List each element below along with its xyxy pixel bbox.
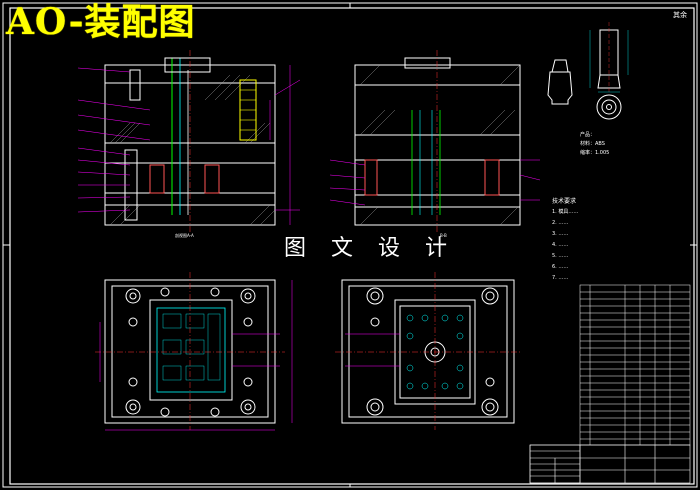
inner-frame	[9, 7, 695, 485]
parts-list-table	[579, 284, 691, 446]
tech-req-item: 7. ……	[552, 275, 569, 281]
tech-req-item: 6. ……	[552, 264, 569, 270]
drawing-title: AO-装配图	[6, 1, 196, 43]
plan-view-moving-half	[95, 272, 293, 431]
revision-block	[529, 444, 581, 484]
technical-requirements: 技术要求 1. 模具…… 2. …… 3. …… 4. …… 5. …… 6. …	[552, 196, 682, 284]
shrinkage-line: 缩率：1.005	[580, 150, 610, 156]
tech-req-item: 2. ……	[552, 220, 569, 226]
material-line: 材料：ABS	[580, 141, 605, 147]
watermark-label: 图 文 设 计	[284, 236, 456, 261]
surface-finish-note: 其余	[673, 11, 687, 19]
section-aa-label: 剖视图A-A	[175, 233, 194, 238]
plan-view-fixed-half	[335, 272, 520, 430]
section-bb-view	[329, 50, 541, 232]
tech-req-item: 5. ……	[552, 253, 569, 259]
part-detail-view	[547, 22, 629, 120]
tech-req-item: 1. 模具……	[552, 209, 579, 215]
tech-req-heading: 技术要求	[552, 198, 577, 205]
product-line: 产品：	[580, 132, 596, 138]
tech-req-item: 4. ……	[552, 242, 569, 248]
part-info: 产品： 材料：ABS 缩率：1.005	[580, 131, 609, 158]
section-aa-view	[77, 50, 301, 232]
section-bb-label: B-B	[440, 233, 447, 238]
tech-req-item: 3. ……	[552, 231, 569, 237]
